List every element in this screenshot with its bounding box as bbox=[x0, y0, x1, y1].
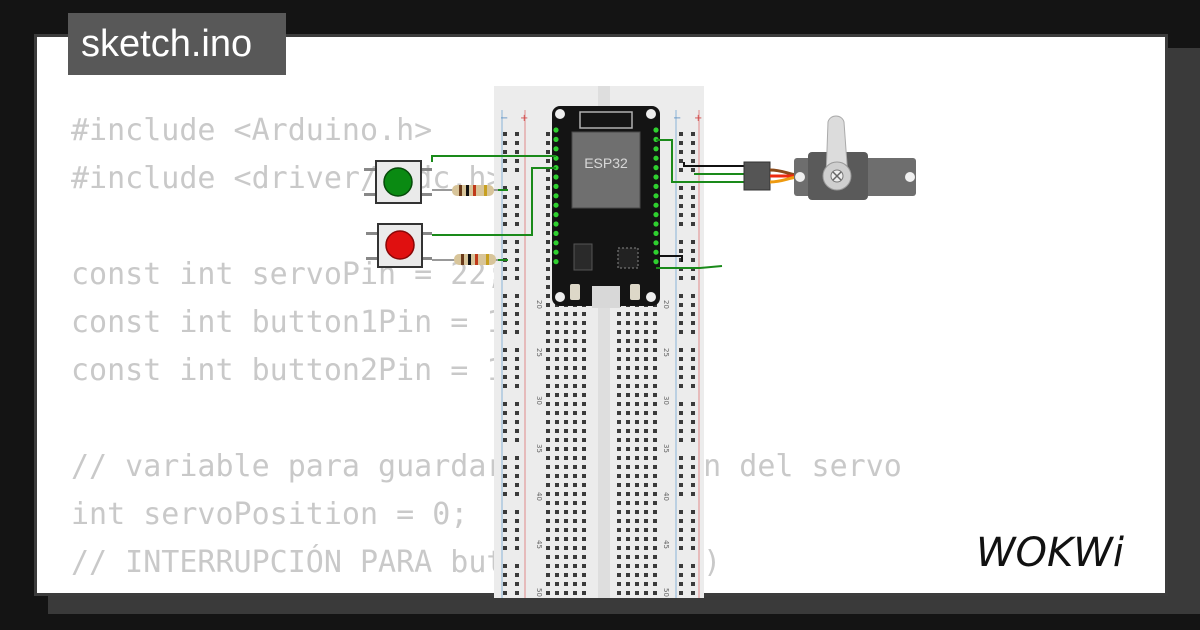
code-line: #include <Arduino.h> bbox=[71, 113, 433, 148]
esp32-pin bbox=[653, 183, 659, 189]
row-number: 50 bbox=[662, 588, 670, 597]
esp32-pin bbox=[553, 174, 559, 180]
row-number: 45 bbox=[662, 540, 670, 549]
resistor-1 bbox=[432, 185, 498, 196]
esp32-pin bbox=[653, 174, 659, 180]
esp32-pin bbox=[553, 240, 559, 246]
wires bbox=[431, 139, 744, 269]
esp32-pins bbox=[553, 127, 659, 265]
row-number: 35 bbox=[535, 444, 543, 453]
esp32-pin bbox=[653, 193, 659, 199]
esp32-pin bbox=[553, 127, 559, 133]
esp32-pin bbox=[653, 127, 659, 133]
esp32-pin bbox=[553, 146, 559, 152]
esp32-pin bbox=[653, 249, 659, 255]
row-number: 20 bbox=[535, 300, 543, 309]
row-number: 25 bbox=[662, 348, 670, 357]
sketch-title[interactable]: sketch.ino bbox=[68, 13, 286, 75]
wokwi-logo: WOKWi bbox=[974, 522, 1154, 583]
esp32-pin bbox=[653, 230, 659, 236]
row-number: 25 bbox=[535, 348, 543, 357]
esp32-pin bbox=[653, 165, 659, 171]
row-number: 20 bbox=[662, 300, 670, 309]
esp32-pin bbox=[553, 183, 559, 189]
esp32-pin bbox=[653, 202, 659, 208]
row-number: 40 bbox=[535, 492, 543, 501]
svg-text:−: − bbox=[673, 113, 681, 124]
row-number: 40 bbox=[662, 492, 670, 501]
servo-motor bbox=[743, 115, 916, 200]
svg-text:−: − bbox=[500, 113, 508, 124]
row-number: 30 bbox=[535, 396, 543, 405]
esp32-pin bbox=[653, 221, 659, 227]
breadboard-row-numbers: 20 20 25 25 30 30 35 35 40 40 45 45 50 50 bbox=[535, 300, 670, 597]
esp32-pin bbox=[553, 259, 559, 265]
esp32-pin bbox=[553, 221, 559, 227]
resistor-2 bbox=[432, 254, 498, 265]
esp32-pin bbox=[653, 240, 659, 246]
esp32-pin bbox=[553, 136, 559, 142]
row-number: 30 bbox=[662, 396, 670, 405]
green-push-button bbox=[364, 160, 432, 204]
esp32-board: ESP32 bbox=[552, 106, 660, 308]
esp32-pin bbox=[653, 259, 659, 265]
esp32-pin bbox=[553, 230, 559, 236]
code-line: #include <driver/ledc.h> bbox=[71, 161, 505, 196]
red-push-button bbox=[366, 223, 432, 268]
esp32-pin bbox=[553, 212, 559, 218]
esp32-pin bbox=[653, 146, 659, 152]
esp32-label: ESP32 bbox=[584, 155, 628, 171]
esp32-pin bbox=[553, 249, 559, 255]
esp32-pin bbox=[553, 193, 559, 199]
row-number: 45 bbox=[535, 540, 543, 549]
svg-text:+: + bbox=[694, 113, 702, 124]
wokwi-logo-text: WOKWi bbox=[976, 530, 1124, 576]
code-line: int servoPosition = 0; bbox=[71, 497, 469, 532]
esp32-pin bbox=[653, 155, 659, 161]
row-number: 35 bbox=[662, 444, 670, 453]
esp32-pin bbox=[553, 202, 559, 208]
esp32-pin bbox=[653, 212, 659, 218]
row-number: 50 bbox=[535, 588, 543, 597]
svg-text:+: + bbox=[520, 113, 528, 124]
